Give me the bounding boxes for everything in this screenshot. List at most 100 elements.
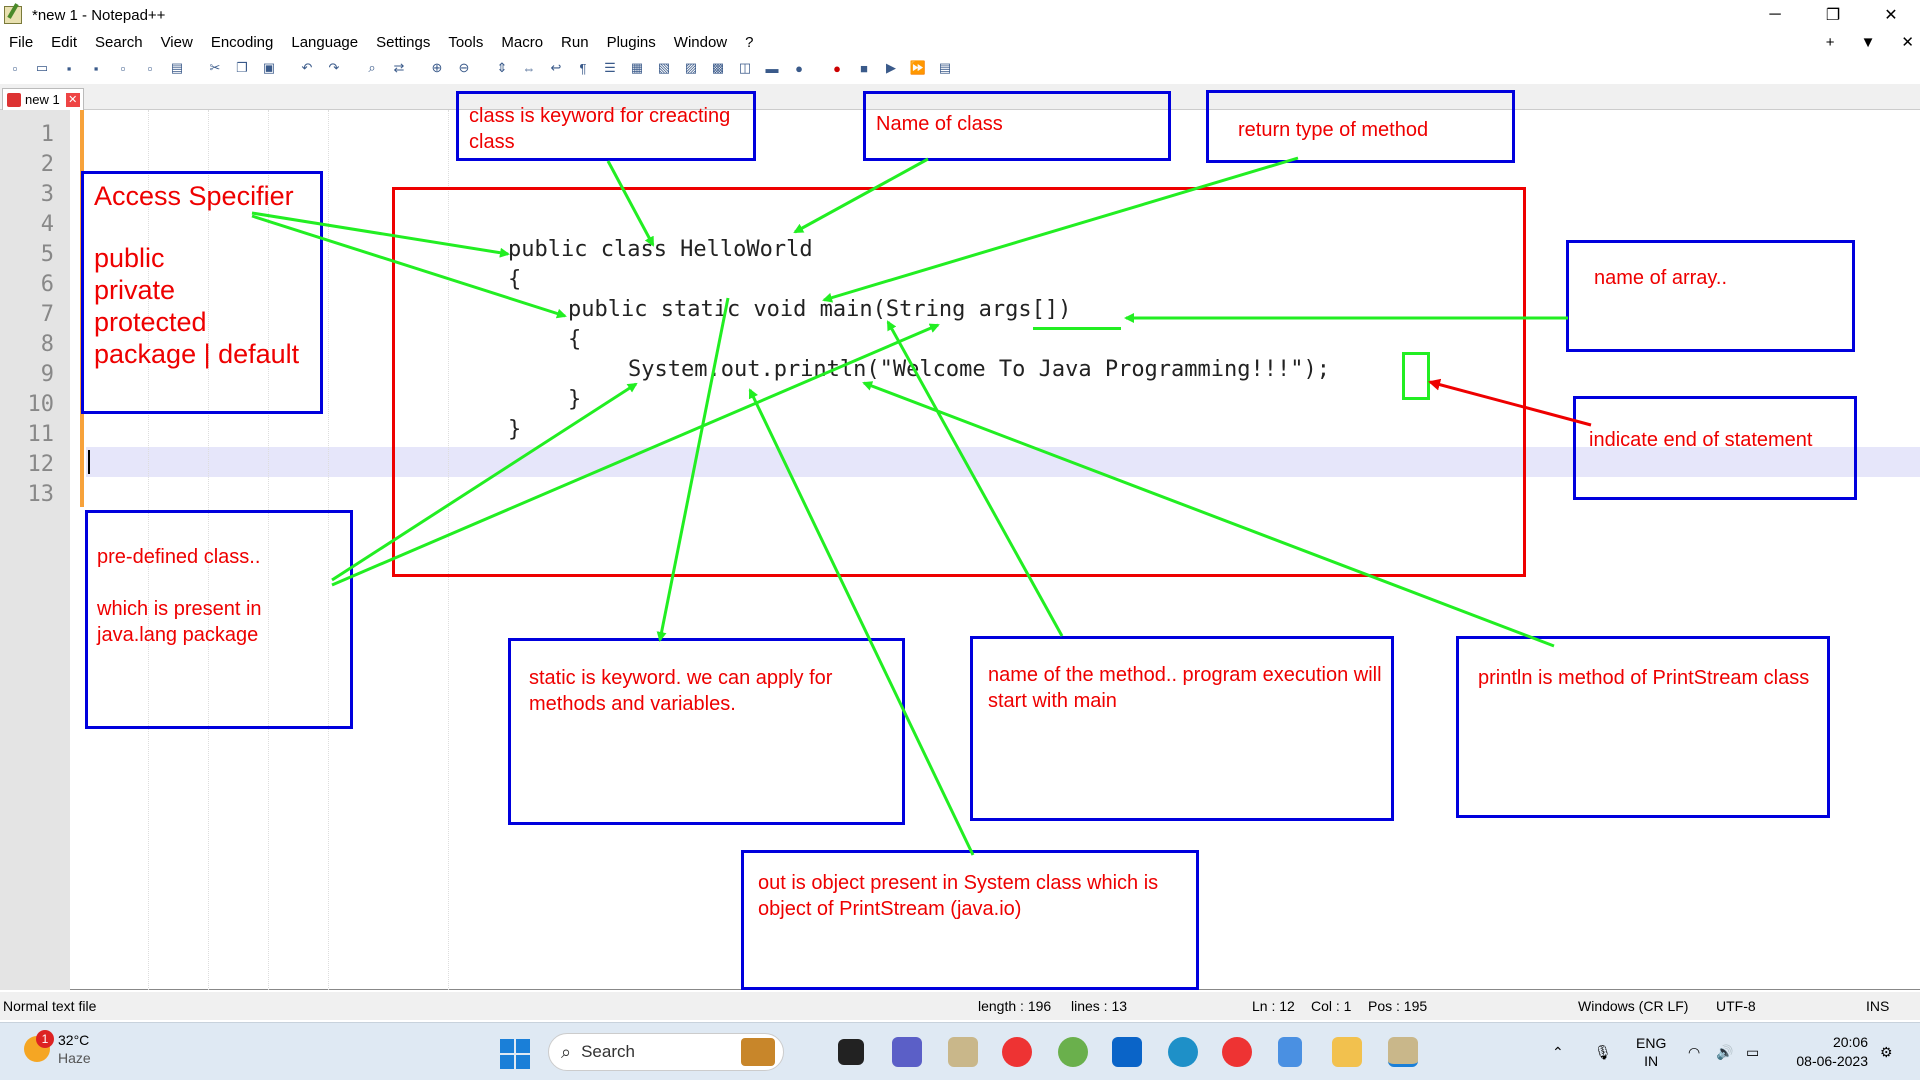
tab-close-icon[interactable]: ✕ (65, 92, 80, 107)
monitoring-icon[interactable]: ◫ (738, 60, 752, 75)
teams-icon[interactable] (892, 1037, 922, 1067)
status-encoding[interactable]: UTF-8 (1716, 998, 1756, 1014)
tab-list-button[interactable]: ▼ (1860, 33, 1876, 51)
chrome-icon[interactable] (1002, 1037, 1032, 1067)
new-file-icon[interactable]: ▫ (12, 60, 18, 76)
menu-tools[interactable]: Tools (448, 33, 484, 51)
access-item: protected (94, 307, 207, 337)
sync-vertical-icon[interactable]: ⇕ (496, 60, 508, 75)
close-file-icon[interactable]: ▫ (120, 60, 126, 76)
notepad-app-icon (4, 6, 22, 24)
function-list-icon[interactable]: ▨ (684, 60, 698, 75)
outlook-icon[interactable] (1112, 1037, 1142, 1067)
note-text: class is keyword for creacting class (469, 105, 731, 153)
open-file-icon[interactable]: ▭ (35, 60, 49, 75)
menu-edit[interactable]: Edit (51, 33, 78, 51)
notepad-plus-active-icon[interactable] (1388, 1037, 1418, 1067)
save-icon[interactable]: ▪ (66, 60, 72, 76)
menu-language[interactable]: Language (291, 33, 359, 51)
new-tab-button[interactable]: + (1825, 33, 1835, 51)
notepad-plus-icon[interactable] (948, 1037, 978, 1067)
semicolon-highlight (1402, 352, 1430, 400)
find-icon[interactable]: ⌕ (368, 60, 376, 75)
paste-icon[interactable]: ▣ (262, 60, 276, 75)
notifications-icon[interactable]: ⚙ (1880, 1043, 1893, 1060)
word-wrap-icon[interactable]: ↩ (550, 60, 562, 75)
indent-guide-icon[interactable]: ☰ (604, 60, 616, 75)
save-macro-icon[interactable]: ▤ (938, 60, 952, 75)
note-return-type: return type of method (1206, 90, 1515, 163)
toolbar: ▫ ▭ ▪ ▪ ▫ ▫ ▤ ✂ ❐ ▣ ↶ ↷ ⌕ ⇄ ⊕ ⊖ ⇕ ⇔ ↩ ¶ … (0, 54, 1920, 82)
file-explorer-icon[interactable] (1332, 1037, 1362, 1067)
cut-icon[interactable]: ✂ (209, 60, 221, 75)
notepad-icon[interactable] (1278, 1037, 1302, 1067)
indent-guide (208, 110, 209, 990)
windows-taskbar: 1 32°C Haze ⌕ Search ⌃ 🎙 ENG IN ◠ (0, 1022, 1920, 1080)
stop-macro-icon[interactable]: ■ (860, 60, 868, 76)
microphone-icon[interactable]: 🎙 (1594, 1043, 1612, 1060)
zoom-out-icon[interactable]: ⊖ (458, 60, 470, 75)
replace-icon[interactable]: ⇄ (393, 60, 405, 75)
copy-icon[interactable]: ❐ (236, 60, 248, 75)
close-doc-button[interactable]: ✕ (1901, 34, 1914, 51)
menu-bar: File Edit Search View Encoding Language … (0, 30, 1920, 54)
cloud-icon[interactable]: ● (795, 60, 803, 76)
menu-plugins[interactable]: Plugins (606, 33, 656, 51)
undo-icon[interactable]: ↶ (301, 60, 313, 75)
tab-new-1[interactable]: new 1 ✕ (2, 88, 84, 110)
show-hidden-icons[interactable]: ⌃ (1552, 1043, 1564, 1060)
language-indicator[interactable]: ENG IN (1636, 1023, 1666, 1080)
menu-help[interactable]: ? (745, 33, 754, 51)
clock-date: 08-06-2023 (1796, 1053, 1868, 1069)
menu-view[interactable]: View (160, 33, 193, 51)
maximize-button[interactable]: ❐ (1825, 7, 1841, 24)
menu-encoding[interactable]: Encoding (210, 33, 274, 51)
status-pos: Pos : 195 (1368, 998, 1428, 1014)
clock-time: 20:06 (1832, 1034, 1868, 1050)
run-macro-multiple-icon[interactable]: ⏩ (909, 60, 927, 75)
menu-run[interactable]: Run (561, 33, 589, 51)
minimize-button[interactable]: ─ (1769, 6, 1781, 23)
note-println: println is method of PrintStream class (1456, 636, 1830, 818)
weather-temp: 32°C (58, 1032, 90, 1048)
line-number: 1 (40, 122, 54, 147)
status-length: length : 196 (978, 998, 1052, 1014)
clock[interactable]: 20:06 08-06-2023 (1796, 1033, 1868, 1071)
menu-settings[interactable]: Settings (376, 33, 431, 51)
battery-icon[interactable]: ▭ (1746, 1043, 1760, 1060)
unsaved-disk-icon (7, 92, 21, 107)
spring-icon[interactable] (1058, 1037, 1088, 1067)
edge-icon[interactable] (1168, 1037, 1198, 1067)
play-macro-icon[interactable]: ▶ (886, 60, 896, 75)
close-button[interactable]: ✕ (1884, 7, 1898, 24)
save-all-icon[interactable]: ▪ (93, 60, 99, 76)
menu-file[interactable]: File (9, 33, 34, 51)
taskbar-search[interactable]: ⌕ Search (548, 1033, 784, 1071)
wifi-icon[interactable]: ◠ (1688, 1043, 1701, 1060)
menu-search[interactable]: Search (95, 33, 143, 51)
doc-map-icon[interactable]: ▧ (657, 60, 671, 75)
start-button[interactable] (500, 1039, 530, 1069)
menu-window[interactable]: Window (673, 33, 728, 51)
chrome-profile-icon[interactable] (1222, 1037, 1252, 1067)
task-view-icon[interactable] (838, 1039, 864, 1065)
note-end-statement: indicate end of statement (1573, 396, 1857, 500)
udl-icon[interactable]: ▦ (630, 60, 644, 75)
print-icon[interactable]: ▤ (170, 60, 184, 75)
sync-horizontal-icon[interactable]: ⇔ (522, 60, 536, 76)
note-out-object: out is object present in System class wh… (741, 850, 1199, 990)
weather-widget[interactable]: 1 32°C Haze (24, 1030, 91, 1067)
record-macro-icon[interactable]: ● (833, 60, 841, 76)
folder-workspace-icon[interactable]: ▩ (711, 60, 725, 75)
code-highlight-box (392, 187, 1526, 577)
search-icon: ⌕ (561, 1041, 572, 1062)
eraser-icon[interactable]: ▬ (765, 60, 779, 76)
redo-icon[interactable]: ↷ (328, 60, 340, 75)
menu-macro[interactable]: Macro (501, 33, 544, 51)
status-eol[interactable]: Windows (CR LF) (1578, 998, 1689, 1014)
show-all-chars-icon[interactable]: ¶ (579, 60, 587, 76)
zoom-in-icon[interactable]: ⊕ (431, 60, 443, 75)
volume-icon[interactable]: 🔊 (1716, 1043, 1734, 1060)
close-all-icon[interactable]: ▫ (147, 60, 153, 76)
